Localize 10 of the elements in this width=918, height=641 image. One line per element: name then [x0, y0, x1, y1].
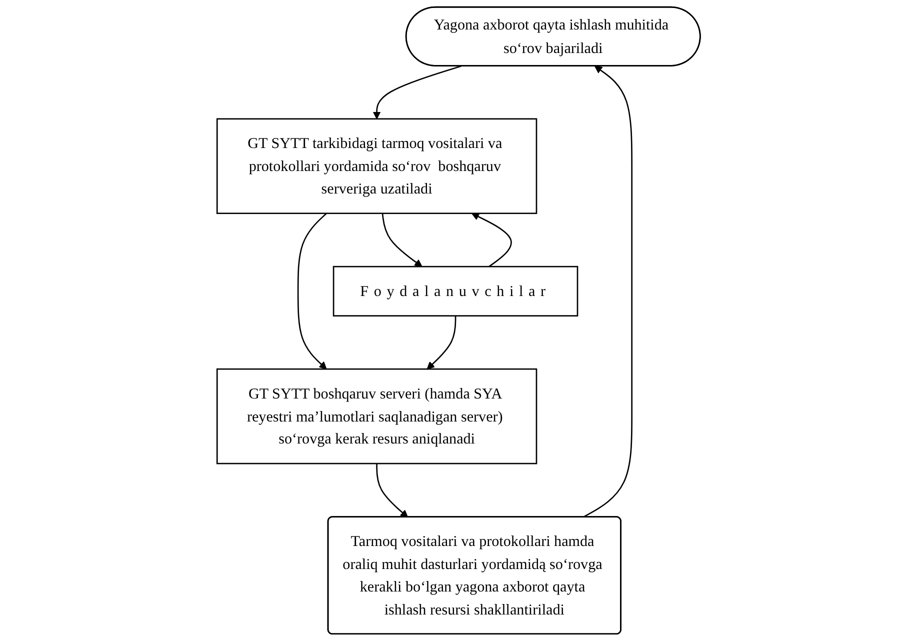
node-box: GT SYTT tarkibidagi tarmoq vositalari va protokollari yordamida so‘rov boshqaruv serveriga uzatiladi — [216, 118, 538, 214]
arrow — [376, 464, 408, 518]
node-box: Foydalanuvchilar — [333, 266, 579, 316]
node-box: GT SYTT boshqaruv serveri (hamda SYA reyestri ma’lumotlari saqlanadigan server) so‘rovga kerak resurs aniqlanadi — [216, 368, 538, 464]
arrow — [472, 213, 512, 268]
arrow — [373, 65, 462, 120]
arrow — [382, 213, 423, 267]
arrow — [583, 66, 633, 518]
arrow — [427, 316, 457, 370]
arrow — [298, 212, 328, 370]
